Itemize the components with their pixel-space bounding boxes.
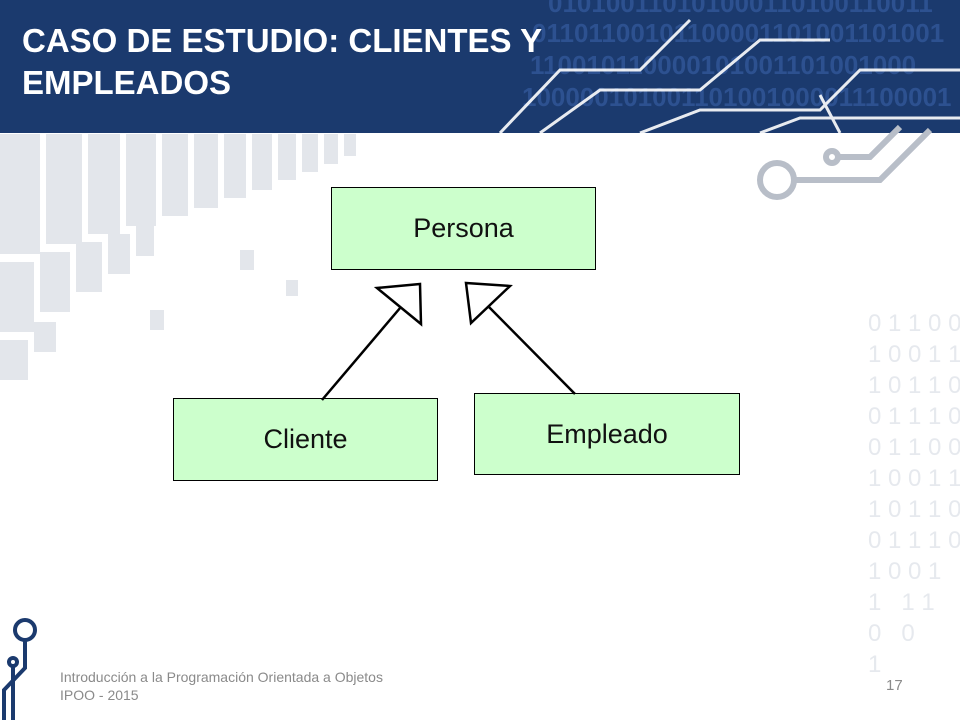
- binary-decoration-row: 010100110101000110100110011: [548, 0, 933, 18]
- footer-course-code: IPOO - 2015: [60, 687, 139, 703]
- class-empleado-label: Empleado: [546, 418, 668, 449]
- binary-decoration-row: 110010110000101001101001000: [530, 50, 917, 80]
- footer: Introducción a la Programación Orientada…: [60, 668, 383, 704]
- class-persona: Persona: [331, 187, 596, 270]
- class-empleado: Empleado: [474, 393, 740, 475]
- page-number: 17: [886, 677, 903, 694]
- binary-decoration-side: 0 1 1 0 0 1 0 0 1 1 1 0 1 1 0 0 1 1 1 0 …: [868, 310, 960, 678]
- class-cliente: Cliente: [173, 398, 438, 481]
- header-band: 010100110101000110100110011 011011001011…: [0, 0, 960, 133]
- footer-course-name: Introducción a la Programación Orientada…: [60, 669, 383, 685]
- binary-decoration-row: 01101100101100001101001101001: [532, 18, 945, 48]
- circuit-lines-header: [498, 18, 960, 133]
- class-cliente-label: Cliente: [263, 424, 348, 454]
- slide-title: CASO DE ESTUDIO: CLIENTES Y EMPLEADOS: [22, 22, 542, 101]
- binary-decoration-row: 100000101001101001000011100001: [522, 82, 952, 112]
- class-persona-label: Persona: [413, 213, 514, 243]
